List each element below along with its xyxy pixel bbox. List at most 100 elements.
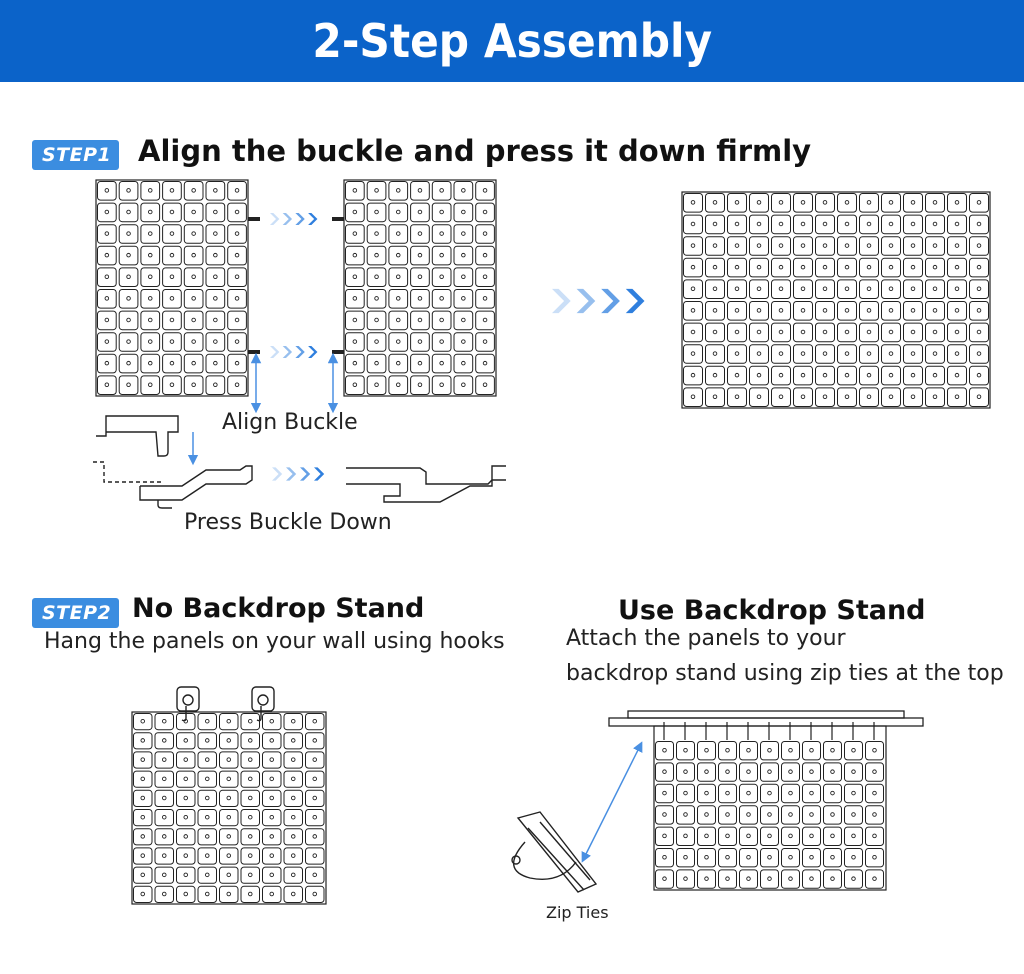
sequin-hole [734, 308, 740, 313]
sequin-tile [205, 353, 226, 374]
sequin-hole [213, 252, 218, 258]
sequin-tile [176, 885, 196, 903]
align-buckle-label: Align Buckle [222, 410, 358, 435]
sequin-hole [312, 853, 318, 858]
sequin-hole [374, 317, 379, 323]
sequin-tile [760, 848, 779, 868]
sequin-hole [976, 372, 982, 378]
sequin-tile [97, 375, 117, 395]
sequin-hole [374, 209, 379, 215]
sequin-tile [727, 365, 747, 386]
sequin-tile [388, 289, 409, 309]
sequin-tile [903, 387, 923, 407]
sequin-tile [859, 387, 879, 407]
sequin-tile [815, 279, 835, 299]
sequin-hole [746, 833, 751, 839]
sequin-hole [374, 360, 379, 366]
sequin-tile [793, 257, 813, 278]
sequin-hole [312, 795, 318, 801]
sequin-hole [191, 252, 196, 258]
sequin-tile [727, 214, 747, 235]
sequin-tile [771, 322, 791, 343]
zip-ties-label: Zip Ties [546, 903, 609, 922]
sequin-hole [704, 833, 709, 839]
no-stand-heading: No Backdrop Stand [132, 593, 425, 624]
sequin-hole [734, 351, 740, 356]
sequin-tile [749, 214, 769, 235]
sequin-hole [226, 891, 231, 897]
sequin-tile [676, 805, 695, 825]
sequin-hole [226, 795, 231, 801]
sequin-hole [204, 853, 210, 858]
sequin-hole [851, 748, 856, 753]
sequin-tile [705, 236, 725, 256]
sequin-tile [345, 202, 365, 223]
sequin-tile [183, 332, 204, 352]
sequin-hole [352, 188, 358, 193]
sequin-hole [226, 757, 231, 762]
sequin-tile [240, 866, 260, 884]
sequin-hole [482, 209, 488, 215]
sequin-tile [781, 783, 800, 804]
sequin-tile [205, 310, 226, 331]
sequin-tile [140, 267, 161, 287]
buckle-detail [93, 415, 506, 509]
sequin-hole [104, 296, 110, 301]
sequin-tile [683, 344, 703, 364]
sequin-tile [947, 365, 967, 386]
sequin-hole [788, 876, 793, 881]
sequin-tile [771, 193, 791, 213]
sequin-tile [176, 828, 196, 846]
sequin-tile [205, 181, 226, 201]
sequin-hole [374, 188, 379, 193]
sequin-tile [140, 289, 161, 309]
sequin-hole [809, 833, 814, 839]
sequin-hole [213, 209, 218, 215]
sequin-tile [705, 365, 725, 386]
sequin-hole [746, 876, 751, 881]
sequin-hole [147, 360, 153, 366]
chevron-arrow-icon [314, 467, 325, 481]
sequin-tile [183, 353, 204, 374]
sequin-tile [697, 762, 716, 782]
sequin-hole [234, 339, 240, 344]
sequin-tile [844, 826, 863, 846]
sequin-tile [881, 365, 901, 386]
step2-badge: STEP2 [32, 598, 120, 628]
sequin-hole [872, 769, 877, 774]
sequin-hole [872, 833, 877, 839]
sequin-hole [662, 855, 667, 860]
sequin-tile [947, 214, 967, 235]
sequin-tile [815, 301, 835, 321]
sequin-hole [712, 286, 718, 292]
sequin-hole [417, 339, 423, 344]
sequin-hole [126, 317, 131, 323]
sequin-tile [154, 713, 174, 731]
sequin-tile [771, 279, 791, 299]
sequin-tile [305, 809, 325, 827]
sequin-hole [269, 776, 275, 782]
sequin-tile [969, 214, 989, 235]
sequin-hole [104, 231, 110, 236]
sequin-tile [727, 344, 747, 364]
sequin-tile [183, 267, 204, 287]
sequin-hole [851, 855, 856, 860]
sequin-tile [760, 869, 779, 889]
sequin-tile [969, 236, 989, 256]
sequin-tile [162, 245, 182, 266]
sequin-hole [830, 876, 835, 881]
sequin-hole [374, 382, 379, 388]
sequin-tile [453, 181, 474, 201]
sequin-hole [954, 394, 960, 400]
sequin-tile [240, 809, 260, 827]
sequin-tile [802, 826, 821, 846]
sequin-tile [969, 279, 989, 299]
sequin-hole [725, 769, 730, 774]
sequin-hole [712, 372, 718, 378]
sequin-hole [247, 872, 253, 878]
sequin-hole [830, 833, 835, 839]
sequin-tile [410, 375, 430, 395]
sequin-hole [712, 243, 718, 248]
sequin-tile [305, 866, 325, 884]
sequin-tile [240, 713, 260, 731]
